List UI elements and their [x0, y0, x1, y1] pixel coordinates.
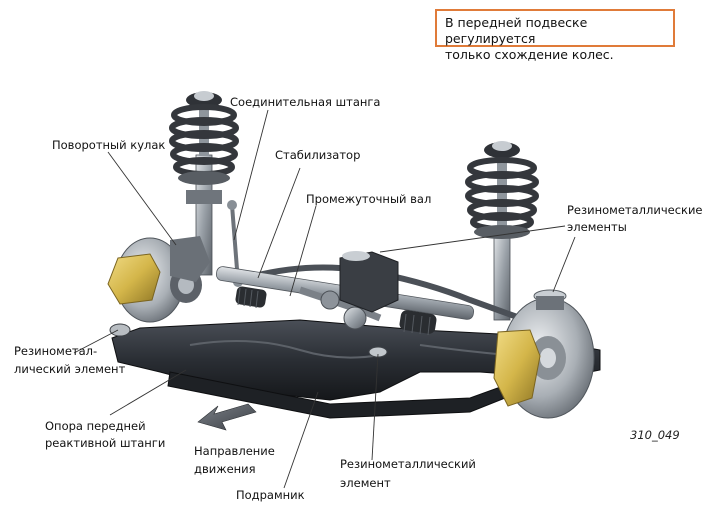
right-caliper: [493, 329, 541, 407]
figure-id: 310_049: [630, 428, 680, 442]
left-bushing: [109, 323, 131, 337]
intermediate-shaft: [298, 286, 382, 330]
label-direction-line1: Направление: [194, 444, 275, 458]
left-strut: [169, 91, 239, 276]
label-front-support-line1: Опора передней: [45, 419, 146, 433]
right-wheel-hub: [493, 289, 595, 419]
info-note: В передней подвеске регулируется только …: [435, 9, 675, 62]
rear-bracket: [339, 251, 399, 313]
left-spring: [169, 104, 239, 177]
label-front-support-line2: реактивной штанги: [45, 436, 166, 450]
direction-arrow: [197, 403, 257, 431]
label-bottom-rubber-metal-line2: элемент: [340, 476, 391, 490]
label-left-rubber-metal-line2: лический элемент: [14, 362, 126, 376]
label-stabilizer: Стабилизатор: [275, 148, 361, 162]
leader-lines: [73, 109, 576, 489]
right-spring: [465, 157, 539, 232]
label-rubber-metal-elements-line2: элементы: [567, 220, 627, 234]
left-caliper: [107, 253, 161, 305]
label-intermediate-shaft: Промежуточный вал: [306, 192, 432, 206]
left-wheel-hub: [107, 236, 210, 323]
label-steering-knuckle: Поворотный кулак: [52, 138, 166, 152]
label-direction-line2: движения: [194, 462, 256, 476]
label-left-rubber-metal-line1: Резинометал-: [14, 344, 98, 358]
label-subframe: Подрамник: [236, 488, 305, 502]
label-bottom-rubber-metal-line1: Резинометаллический: [340, 457, 476, 471]
info-note-line2: только схождение колес.: [445, 47, 614, 62]
right-strut: [465, 141, 539, 321]
label-rubber-metal-elements-line1: Резинометаллические: [567, 203, 703, 217]
info-note-line1: В передней подвеске регулируется: [445, 15, 588, 46]
label-connecting-rod: Соединительная штанга: [230, 95, 381, 109]
